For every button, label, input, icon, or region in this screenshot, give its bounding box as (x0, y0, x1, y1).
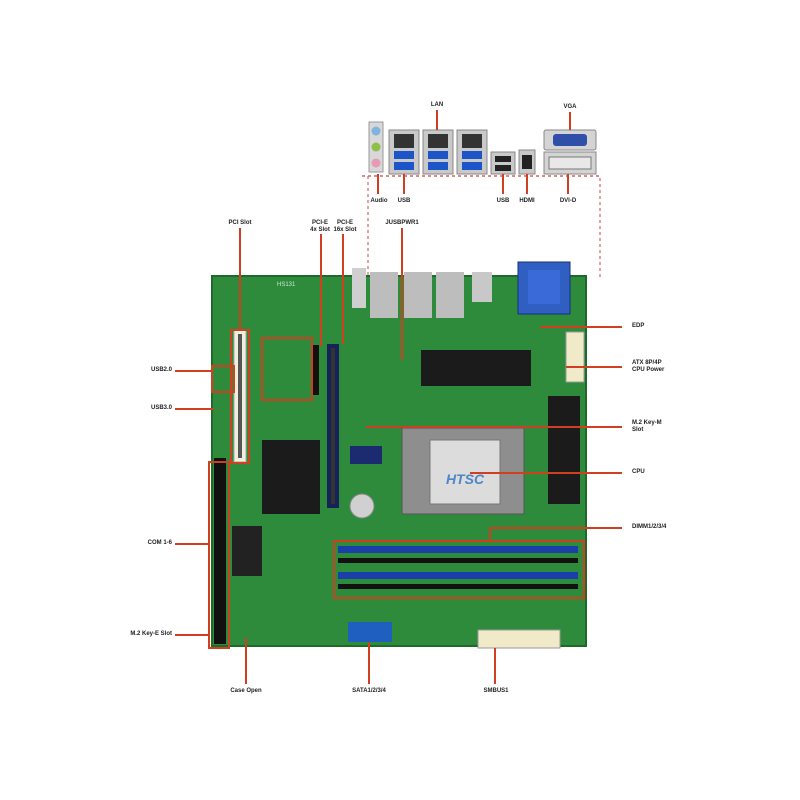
label-edp: EDP (632, 323, 645, 329)
htsc-logo: HTSC (446, 471, 485, 487)
lan-usb-stack-1 (388, 129, 420, 175)
label-dvi: DVI-D (559, 198, 577, 204)
board-model-text: HS131 (277, 282, 296, 288)
label-cpu: CPU (632, 469, 645, 475)
pcb: HTSC HS131 (211, 261, 587, 649)
label-usb3: USB3.0 (150, 405, 172, 411)
label-m2-key-e: M.2 Key-E Slot (130, 631, 172, 637)
label-pci-slot: PCI Slot (228, 220, 252, 226)
vga-port (543, 129, 597, 151)
lan-usb-stack-3 (456, 129, 488, 175)
label-m2-key-m: M.2 Key-M Slot (632, 420, 662, 433)
com-headers (214, 458, 226, 644)
label-pcie-4x: PCI-E 4x Slot (310, 220, 330, 233)
callout-boxes (208, 329, 585, 649)
label-usb2: USB2.0 (150, 367, 172, 373)
label-smbus: SMBUS1 (483, 688, 509, 694)
vrm-heatsink-top (421, 350, 531, 386)
pcie-4x-slot (311, 345, 319, 395)
label-pcie-16x: PCI-E 16x Slot (333, 220, 357, 233)
label-usb-left: USB (397, 198, 411, 204)
label-dimm: DIMM1/2/3/4 (632, 524, 667, 530)
label-com: COM 1-6 (147, 540, 172, 546)
cmos-battery (349, 493, 375, 519)
sata-ports (348, 622, 392, 642)
label-usb-mid: USB (496, 198, 510, 204)
label-lan: LAN (430, 102, 444, 108)
hdmi-port (518, 149, 536, 175)
atx-8p-connector (565, 331, 585, 383)
dimm-slots (338, 546, 578, 589)
cpu-socket: HTSC (401, 427, 525, 515)
label-jusbpwr1: JUSBPWR1 (385, 220, 419, 226)
label-case-open: Case Open (230, 688, 262, 694)
usb-pair (490, 151, 516, 175)
callout-lines (175, 228, 622, 684)
audio-jacks (368, 121, 384, 173)
dvi-port (543, 151, 597, 175)
label-vga: VGA (563, 104, 577, 110)
label-hdmi: HDMI (519, 198, 535, 204)
atx-24p-connector (477, 629, 561, 649)
label-audio: Audio (370, 198, 388, 204)
label-atx-power: ATX 8P/4P CPU Power (632, 360, 665, 373)
io-panel (362, 110, 601, 278)
label-sata: SATA1/2/3/4 (352, 688, 386, 694)
m2-key-m-slot (350, 446, 382, 464)
vrm-heatsink-right (548, 396, 580, 504)
chipset-heatsink (262, 440, 320, 514)
lan-usb-stack-2 (422, 129, 454, 175)
